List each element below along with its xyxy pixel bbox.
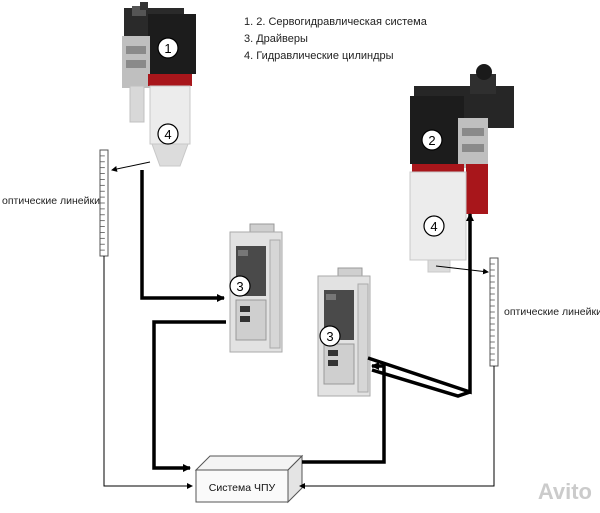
cylinder-2 [409,171,467,261]
badge-servo-1-text: 1 [164,41,171,56]
cnc-system-box [194,454,304,504]
badge-cylinder-2: 4 [423,215,445,237]
servo-body-2 [410,96,464,164]
power-connections [140,170,474,472]
servo-valve-2 [458,118,488,168]
badge-driver-2: 3 [319,325,341,347]
badge-driver-2-text: 3 [326,329,333,344]
driver2-diagonal-line [371,368,471,398]
servo-red-band-2 [466,164,488,214]
badge-cylinder-1-text: 4 [164,127,171,142]
cnc-system-label: Система ЧПУ [209,482,276,494]
optical-ruler-left-label: оптические линейки [2,195,100,207]
optical-ruler-left [99,149,109,257]
badge-cylinder-1: 4 [157,123,179,145]
ruler-right-to-cnc-line [299,366,495,489]
driver1-to-cnc-line [152,320,226,472]
cyl1-to-ruler-left-line [111,161,151,172]
optical-ruler-right [489,257,499,367]
optical-ruler-right-label: оптические линейки [504,306,600,318]
servo-red-band-1 [148,74,192,86]
feedback-connections [103,161,495,489]
badge-servo-2-text: 2 [428,133,435,148]
legend-item: 4. Гидравлические цилиндры [244,50,394,62]
legend-item: 3. Драйверы [244,33,308,45]
badge-driver-1: 3 [229,275,251,297]
cyl2-to-ruler-right-line [435,265,489,275]
badge-driver-1-text: 3 [236,279,243,294]
cnc-to-driver2-line [302,362,386,464]
badge-servo-1: 1 [157,37,179,59]
servo-unit-2 [409,64,514,273]
legend: 1. 2. Сервогидравлическая система 3. Дра… [244,14,427,65]
watermark-logo: Avito [537,479,592,504]
legend-item: 1. 2. Сервогидравлическая система [244,16,427,28]
ruler-left-to-cnc-line [103,256,193,489]
badge-cylinder-2-text: 4 [430,219,437,234]
cyl1-to-driver1-line [140,170,225,302]
servo-unit-1 [122,2,196,167]
badge-servo-2: 2 [421,129,443,151]
